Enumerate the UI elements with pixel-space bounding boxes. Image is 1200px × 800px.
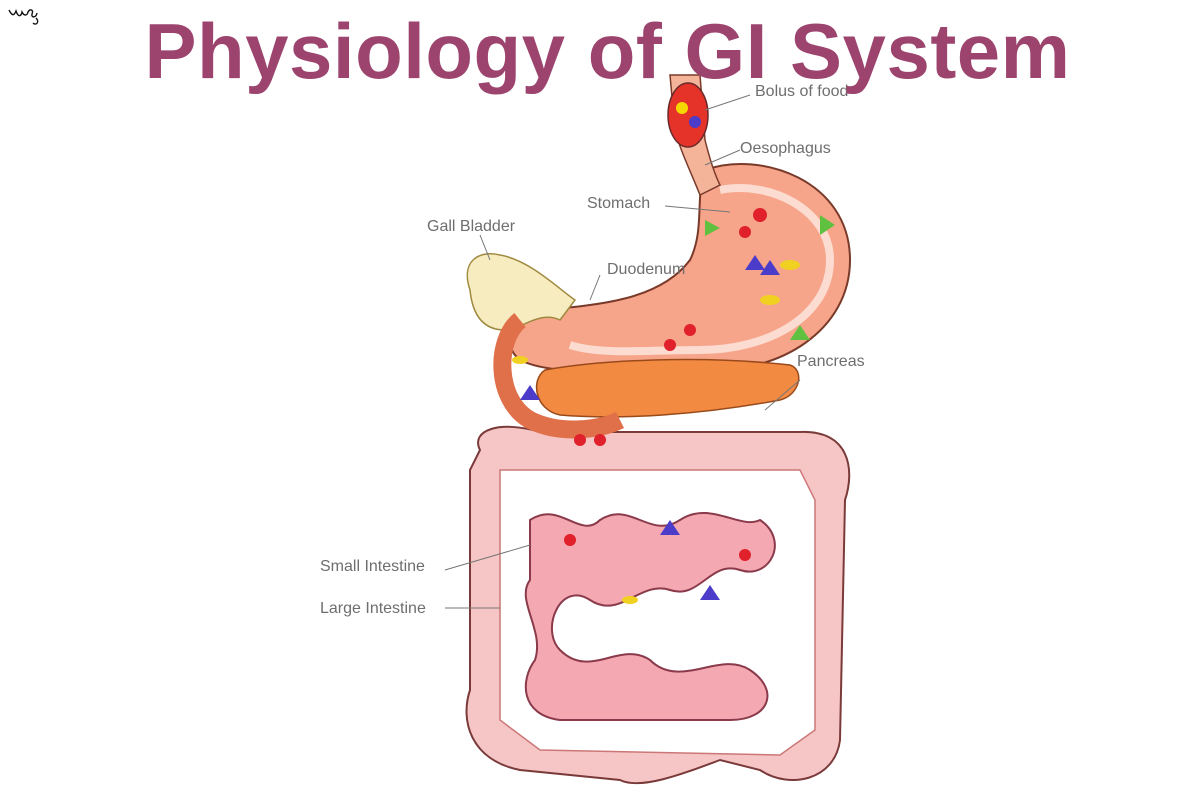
label-large-intestine: Large Intestine [320,600,426,617]
label-duodenum: Duodenum [607,261,686,278]
label-small-intestine: Small Intestine [320,558,425,575]
label-gall-bladder: Gall Bladder [427,218,516,235]
gi-system-diagram: Bolus of food Oesophagus Stomach Gall Bl… [300,60,900,800]
label-stomach: Stomach [587,195,651,212]
digestive-tract-illustration [444,74,852,785]
label-oesophagus: Oesophagus [740,140,831,157]
label-pancreas: Pancreas [797,353,865,370]
handwritten-scribble-icon [8,8,39,25]
slide-title: Physiology of GI System [144,7,1071,95]
label-bolus-of-food: Bolus of food [755,83,849,100]
